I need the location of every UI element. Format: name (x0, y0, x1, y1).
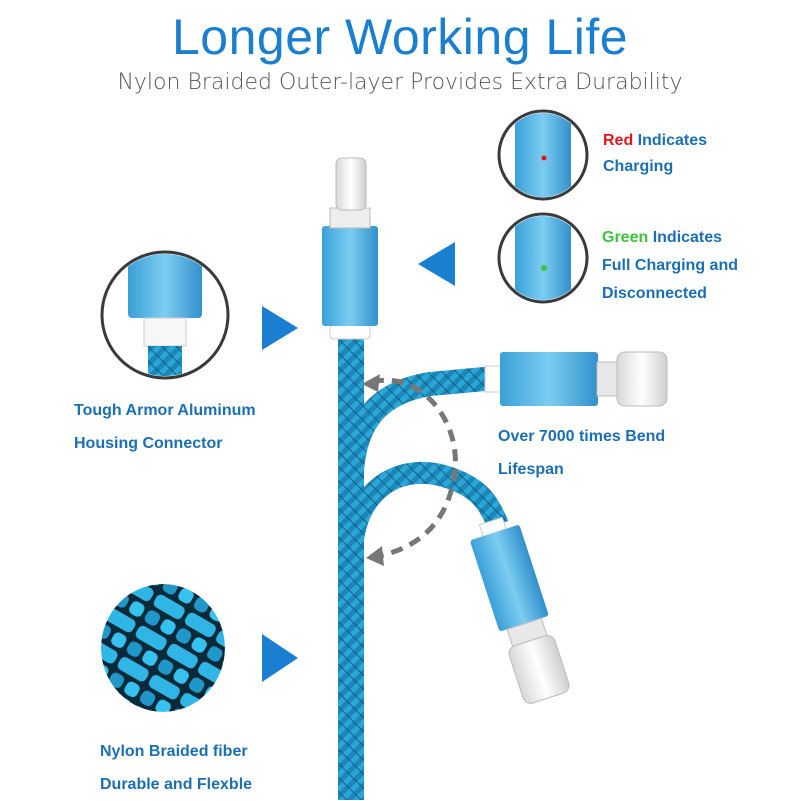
page-title: Longer Working Life (171, 9, 629, 65)
red-line2: Charging (603, 158, 674, 175)
main-cable (322, 157, 378, 800)
green-line2: Full Charging and (602, 257, 738, 274)
triangle-pointer-icon (418, 242, 455, 286)
fiber-detail-magnifier (101, 584, 225, 712)
bend-line1: Over 7000 times Bend (498, 428, 666, 445)
housing-line1: Tough Armor Aluminum (74, 402, 256, 419)
fiber-line1: Nylon Braided fiber (100, 743, 248, 760)
upper-bent-cable (340, 351, 668, 472)
bend-line2: Lifespan (498, 461, 564, 478)
green-line1-rest: Indicates (648, 229, 723, 246)
green-led-magnifier (497, 212, 589, 304)
triangle-pointer-icon (262, 306, 298, 350)
fiber-label: Nylon Braided fiber Durable and Flexble (100, 735, 252, 801)
red-line1-rest: Indicates (633, 132, 708, 149)
red-word: Red (603, 132, 634, 149)
connector-detail-magnifier (100, 250, 230, 380)
green-indicator-label: Green Indicates Full Charging and Discon… (602, 224, 738, 308)
red-led-magnifier (497, 109, 589, 201)
green-word: Green (602, 229, 649, 246)
bend-arrow-head-bottom (366, 546, 384, 566)
housing-label: Tough Armor Aluminum Housing Connector (74, 394, 256, 460)
bend-arrow-head-top (362, 374, 380, 392)
red-indicator-label: Red Indicates Charging (603, 128, 707, 180)
fiber-line2: Durable and Flexble (100, 776, 253, 793)
green-line3: Disconnected (602, 285, 707, 302)
bend-label: Over 7000 times Bend Lifespan (498, 420, 665, 486)
triangle-pointer-icon (262, 634, 298, 682)
housing-line2: Housing Connector (74, 435, 223, 452)
page-subtitle: Nylon Braided Outer-layer Provides Extra… (117, 70, 683, 95)
curved-bend-arrow-icon (371, 377, 458, 559)
lower-bent-cable (340, 461, 570, 704)
